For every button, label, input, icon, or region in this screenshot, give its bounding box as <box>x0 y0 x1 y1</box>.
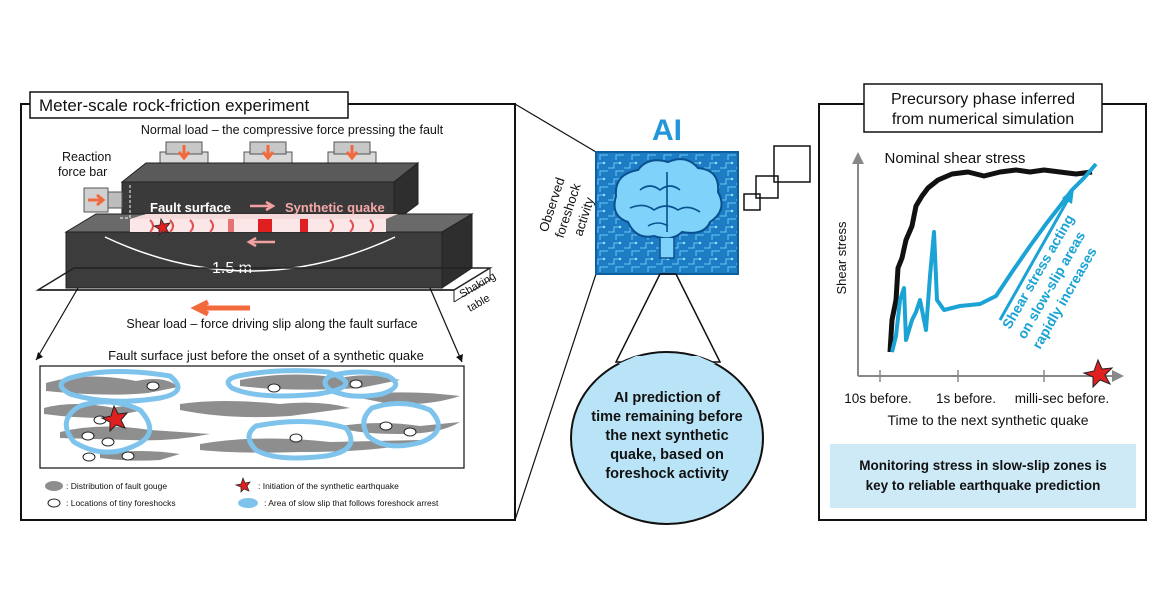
left-title: Meter-scale rock-friction experiment <box>39 96 309 115</box>
data-squares-icon <box>743 145 811 211</box>
prediction-line-5: foreshock activity <box>605 466 728 482</box>
slow-slip-areas <box>58 368 441 461</box>
legend-slow-slip-label: : Area of slow slip that follows foresho… <box>264 498 439 508</box>
legend-foreshock-label: : Locations of tiny foreshocks <box>66 498 176 508</box>
ai-brain-icon <box>595 151 739 275</box>
right-title-line-2: from numerical simulation <box>892 111 1074 128</box>
fault-band <box>130 214 398 236</box>
fault-surface-label: Fault surface <box>150 200 231 215</box>
shaking-table <box>35 267 493 303</box>
legend-initiation-icon <box>234 476 251 493</box>
note-box <box>830 444 1136 508</box>
shear-load-arrow-icon <box>190 299 250 317</box>
legend-initiation-label: : Initiation of the synthetic earthquake <box>258 481 399 491</box>
nominal-stress-curve <box>887 167 1093 353</box>
prediction-line-4: quake, based on <box>610 447 724 463</box>
tick-label-1s: 1s before. <box>936 391 996 406</box>
right-title-box <box>863 83 1103 133</box>
pointer-arrow-left-icon <box>36 352 43 360</box>
map-initiation-star-icon <box>100 404 129 433</box>
pointer-arrow-right-icon <box>456 354 463 362</box>
right-title-line-1: Precursory phase inferred <box>891 91 1075 108</box>
lower-slip-arrow-icon <box>246 236 275 248</box>
fault-map-caption: Fault surface just before the onset of a… <box>108 348 424 363</box>
stress-axes <box>852 152 1124 382</box>
prediction-line-1: AI prediction of <box>614 390 721 406</box>
prediction-line-2: time remaining before <box>591 409 742 425</box>
note-line-1: Monitoring stress in slow-slip zones is <box>859 458 1107 473</box>
speech-pointer <box>614 273 722 363</box>
left-panel: Meter-scale rock-friction experiment Nor… <box>20 91 516 521</box>
reaction-bar-label-1: Reaction <box>62 150 111 164</box>
ai-label: AI <box>652 114 682 147</box>
increase-arrow-icon <box>1062 188 1074 204</box>
length-arc <box>104 236 396 272</box>
reaction-bar-label-2: force bar <box>58 165 107 179</box>
load-jacks <box>159 141 377 167</box>
normal-load-label: Normal load – the compressive force pres… <box>141 123 444 137</box>
prediction-bubble <box>570 351 764 525</box>
synthetic-quake-label: Synthetic quake <box>285 200 385 215</box>
legend-gouge-label: : Distribution of fault gouge <box>66 481 167 491</box>
connector-bottom <box>514 273 597 521</box>
middle-section: Observed foreshock activity AI AI predic… <box>536 114 811 525</box>
tick-label-ms: milli-sec before. <box>1015 391 1110 406</box>
reaction-force-bar <box>83 187 123 213</box>
legend-gouge-icon <box>45 481 63 491</box>
pointer-line-left <box>35 287 79 361</box>
shear-load-label: Shear load – force driving slip along th… <box>126 317 417 331</box>
y-axis-label: Shear stress <box>834 221 849 294</box>
prediction-line-3: the next synthetic <box>605 428 728 444</box>
note-line-2: key to reliable earthquake prediction <box>866 478 1101 493</box>
left-title-box <box>29 91 349 119</box>
x-axis-label: Time to the next synthetic quake <box>887 412 1088 428</box>
legend-slow-slip-icon <box>238 498 258 508</box>
bubble-join <box>618 356 716 364</box>
connector-top <box>514 103 597 153</box>
right-panel: Precursory phase inferred from numerical… <box>818 83 1147 521</box>
slow-slip-stress-curve <box>890 162 1098 353</box>
increase-arrow-line <box>998 195 1072 321</box>
upper-slip-arrow-icon <box>250 200 276 212</box>
fault-surface-map <box>39 365 465 469</box>
initiation-star-icon <box>152 217 171 236</box>
map-legend: : Distribution of fault gouge : Initiati… <box>45 476 439 508</box>
legend-foreshock-icon <box>47 498 61 508</box>
nominal-stress-label: Nominal shear stress <box>885 150 1026 167</box>
tick-label-10s: 10s before. <box>844 391 912 406</box>
fault-dash-line <box>118 185 131 219</box>
quake-star-icon <box>1082 358 1114 389</box>
pointer-line-right <box>429 287 463 363</box>
